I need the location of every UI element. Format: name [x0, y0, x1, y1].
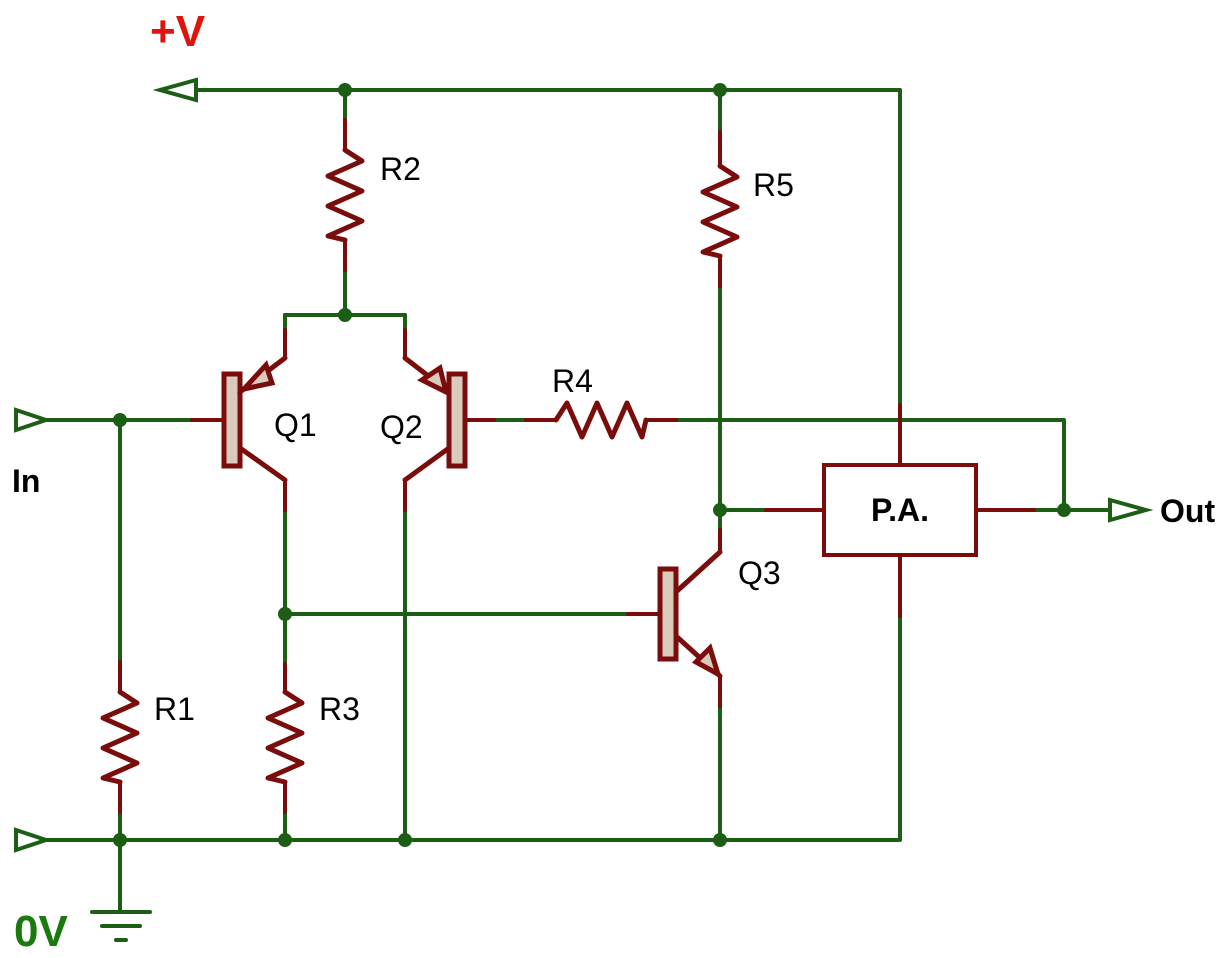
- resistor-r1: [100, 689, 140, 785]
- resistor-r1-label: R1: [154, 691, 195, 727]
- input-terminal: [14, 407, 53, 433]
- resistor-r4-label: R4: [552, 363, 593, 399]
- positive-rail-label: +V: [150, 7, 206, 56]
- resistor-r4: [553, 400, 649, 440]
- output-label: Out: [1160, 493, 1215, 529]
- transistor-q1: [221, 355, 288, 483]
- component-leads: [118, 118, 1036, 814]
- positive-rail-terminal: [152, 77, 198, 103]
- resistor-r2-label: R2: [380, 151, 421, 187]
- transistor-q3: [657, 549, 723, 680]
- resistor-r2: [325, 147, 365, 243]
- power-amplifier-block: [822, 463, 978, 557]
- wires: [44, 88, 1112, 912]
- transistor-q1-label: Q1: [274, 407, 317, 443]
- transistor-q2: [402, 355, 468, 483]
- resistor-r3-label: R3: [319, 691, 360, 727]
- ground-rail-label: 0V: [14, 907, 68, 956]
- output-terminal: [1108, 497, 1154, 523]
- junction-dots: [113, 83, 1071, 847]
- ground-rail-terminal: [14, 827, 53, 853]
- transistor-q2-label: Q2: [380, 409, 423, 445]
- ground-symbol: [90, 910, 152, 942]
- input-label: In: [12, 463, 40, 499]
- power-amplifier-label: P.A.: [871, 492, 929, 528]
- transistor-q3-label: Q3: [738, 555, 781, 591]
- resistor-r5: [700, 163, 740, 259]
- resistor-r5-label: R5: [753, 167, 794, 203]
- resistor-r3: [265, 689, 305, 785]
